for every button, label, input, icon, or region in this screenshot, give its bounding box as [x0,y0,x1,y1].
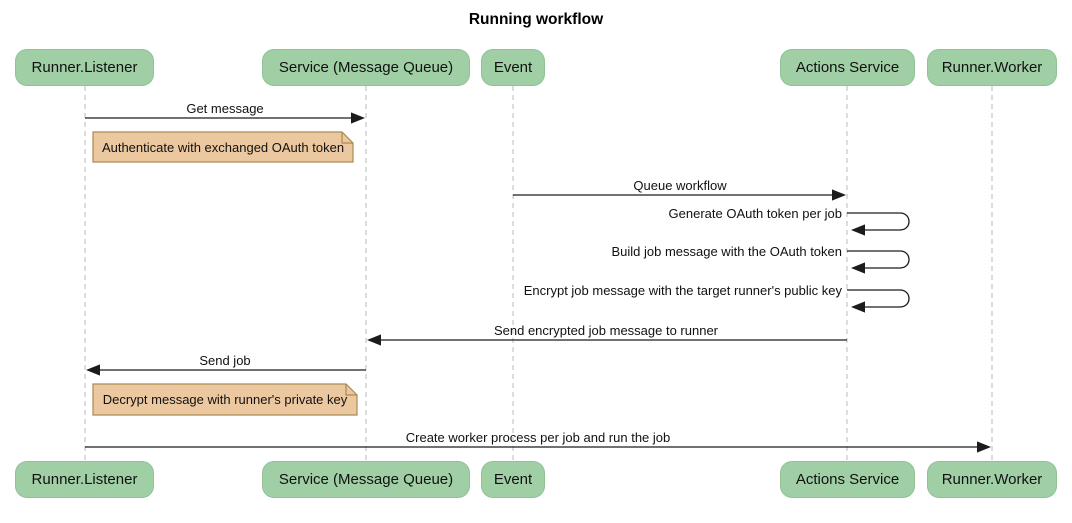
note-fold-authenticate [341,132,353,144]
participant-top-event: Event [481,49,545,86]
participant-label: Service (Message Queue) [278,471,454,488]
participant-top-runner-listener: Runner.Listener [15,49,154,86]
participant-label: Actions Service [795,59,900,76]
self-loop-build-job-message [847,250,910,274]
note-shape-authenticate [92,131,354,163]
participant-label: Actions Service [795,471,900,488]
participant-bottom-runner-worker: Runner.Worker [927,461,1057,498]
message-label-queue-workflow: Queue workflow [633,178,727,193]
participant-top-runner-worker: Runner.Worker [927,49,1057,86]
participant-top-actions-service: Actions Service [780,49,915,86]
participant-label: Event [493,471,533,488]
participant-bottom-actions-service: Actions Service [780,461,915,498]
participant-label: Service (Message Queue) [278,59,454,76]
participant-top-service-message-queue: Service (Message Queue) [262,49,470,86]
participant-label: Runner.Listener [31,471,138,488]
participant-label: Runner.Worker [941,59,1043,76]
participant-label: Runner.Listener [31,59,138,76]
participant-bottom-runner-listener: Runner.Listener [15,461,154,498]
message-label-create-worker-process: Create worker process per job and run th… [405,430,671,445]
message-label-build-job-message: Build job message with the OAuth token [611,244,842,259]
note-shape-decrypt [92,383,358,416]
message-label-get-message: Get message [186,101,264,116]
participant-bottom-service-message-queue: Service (Message Queue) [262,461,470,498]
message-label-send-job: Send job [199,353,251,368]
message-label-encrypt-job-message: Encrypt job message with the target runn… [523,283,842,298]
note-authenticate-oauth: Authenticate with exchanged OAuth token [101,139,345,155]
participant-bottom-event: Event [481,461,545,498]
diagram-title: Running workflow [468,11,604,28]
message-label-generate-oauth-token: Generate OAuth token per job [668,206,842,221]
note-fold-decrypt [345,384,357,396]
note-decrypt-private-key: Decrypt message with runner's private ke… [102,392,348,407]
self-loop-generate-oauth-token [847,212,910,236]
participant-label: Event [493,59,533,76]
message-label-send-encrypted-job-message: Send encrypted job message to runner [493,323,719,338]
self-loop-encrypt-job-message [847,289,910,313]
participant-label: Runner.Worker [941,471,1043,488]
